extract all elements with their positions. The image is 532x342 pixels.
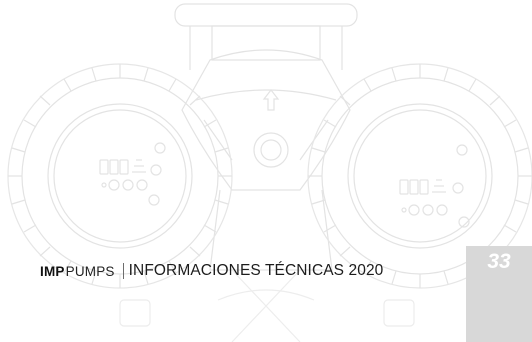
logo-imp: IMP [40,263,65,279]
page-number-box: 33 [466,246,532,342]
center-boss-outer [253,132,289,168]
top-flange [174,3,358,27]
divider [122,263,124,279]
document-title: INFORMACIONES TÉCNICAS 2020 [128,262,384,279]
up-arrow-icon [262,89,280,111]
top-pipe [211,25,321,61]
logo-pumps: PUMPS [65,263,115,279]
central-body [181,49,351,191]
center-boss-inner [260,139,282,161]
left-motor [7,63,233,289]
page-number: 33 [487,250,511,273]
